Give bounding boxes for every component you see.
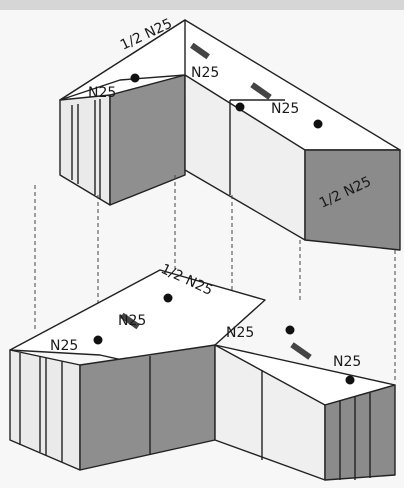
hole-icon [285,325,295,335]
hole-icon [345,375,355,385]
top-strip [0,0,404,10]
guide-lines [34,175,396,380]
upper-label-n25-mid: N25 [191,65,219,81]
upper-left-front [59,94,111,206]
lower-label-n25-right: N25 [226,325,254,341]
lower-label-n25-center: N25 [118,313,146,329]
upper-assembly [59,19,401,251]
upper-label-n25-left: N25 [88,85,116,101]
lower-end-face [324,384,396,481]
lower-left-side [79,344,216,471]
upper-left-side [109,74,186,206]
lower-label-n25-left: N25 [50,338,78,354]
slot-icon [120,312,140,330]
lower-label-n25-end: N25 [333,354,361,370]
upper-end-face [304,149,401,251]
slot-icon [190,42,210,60]
hole-icon [130,73,140,83]
hole-icon [235,102,245,112]
hole-icon [163,293,173,303]
hole-icon [313,119,323,129]
upper-label-n25-right: N25 [271,101,299,117]
hole-icon [93,335,103,345]
slot-icon [290,342,312,360]
slot-icon [250,82,272,100]
lower-assembly [9,269,396,481]
